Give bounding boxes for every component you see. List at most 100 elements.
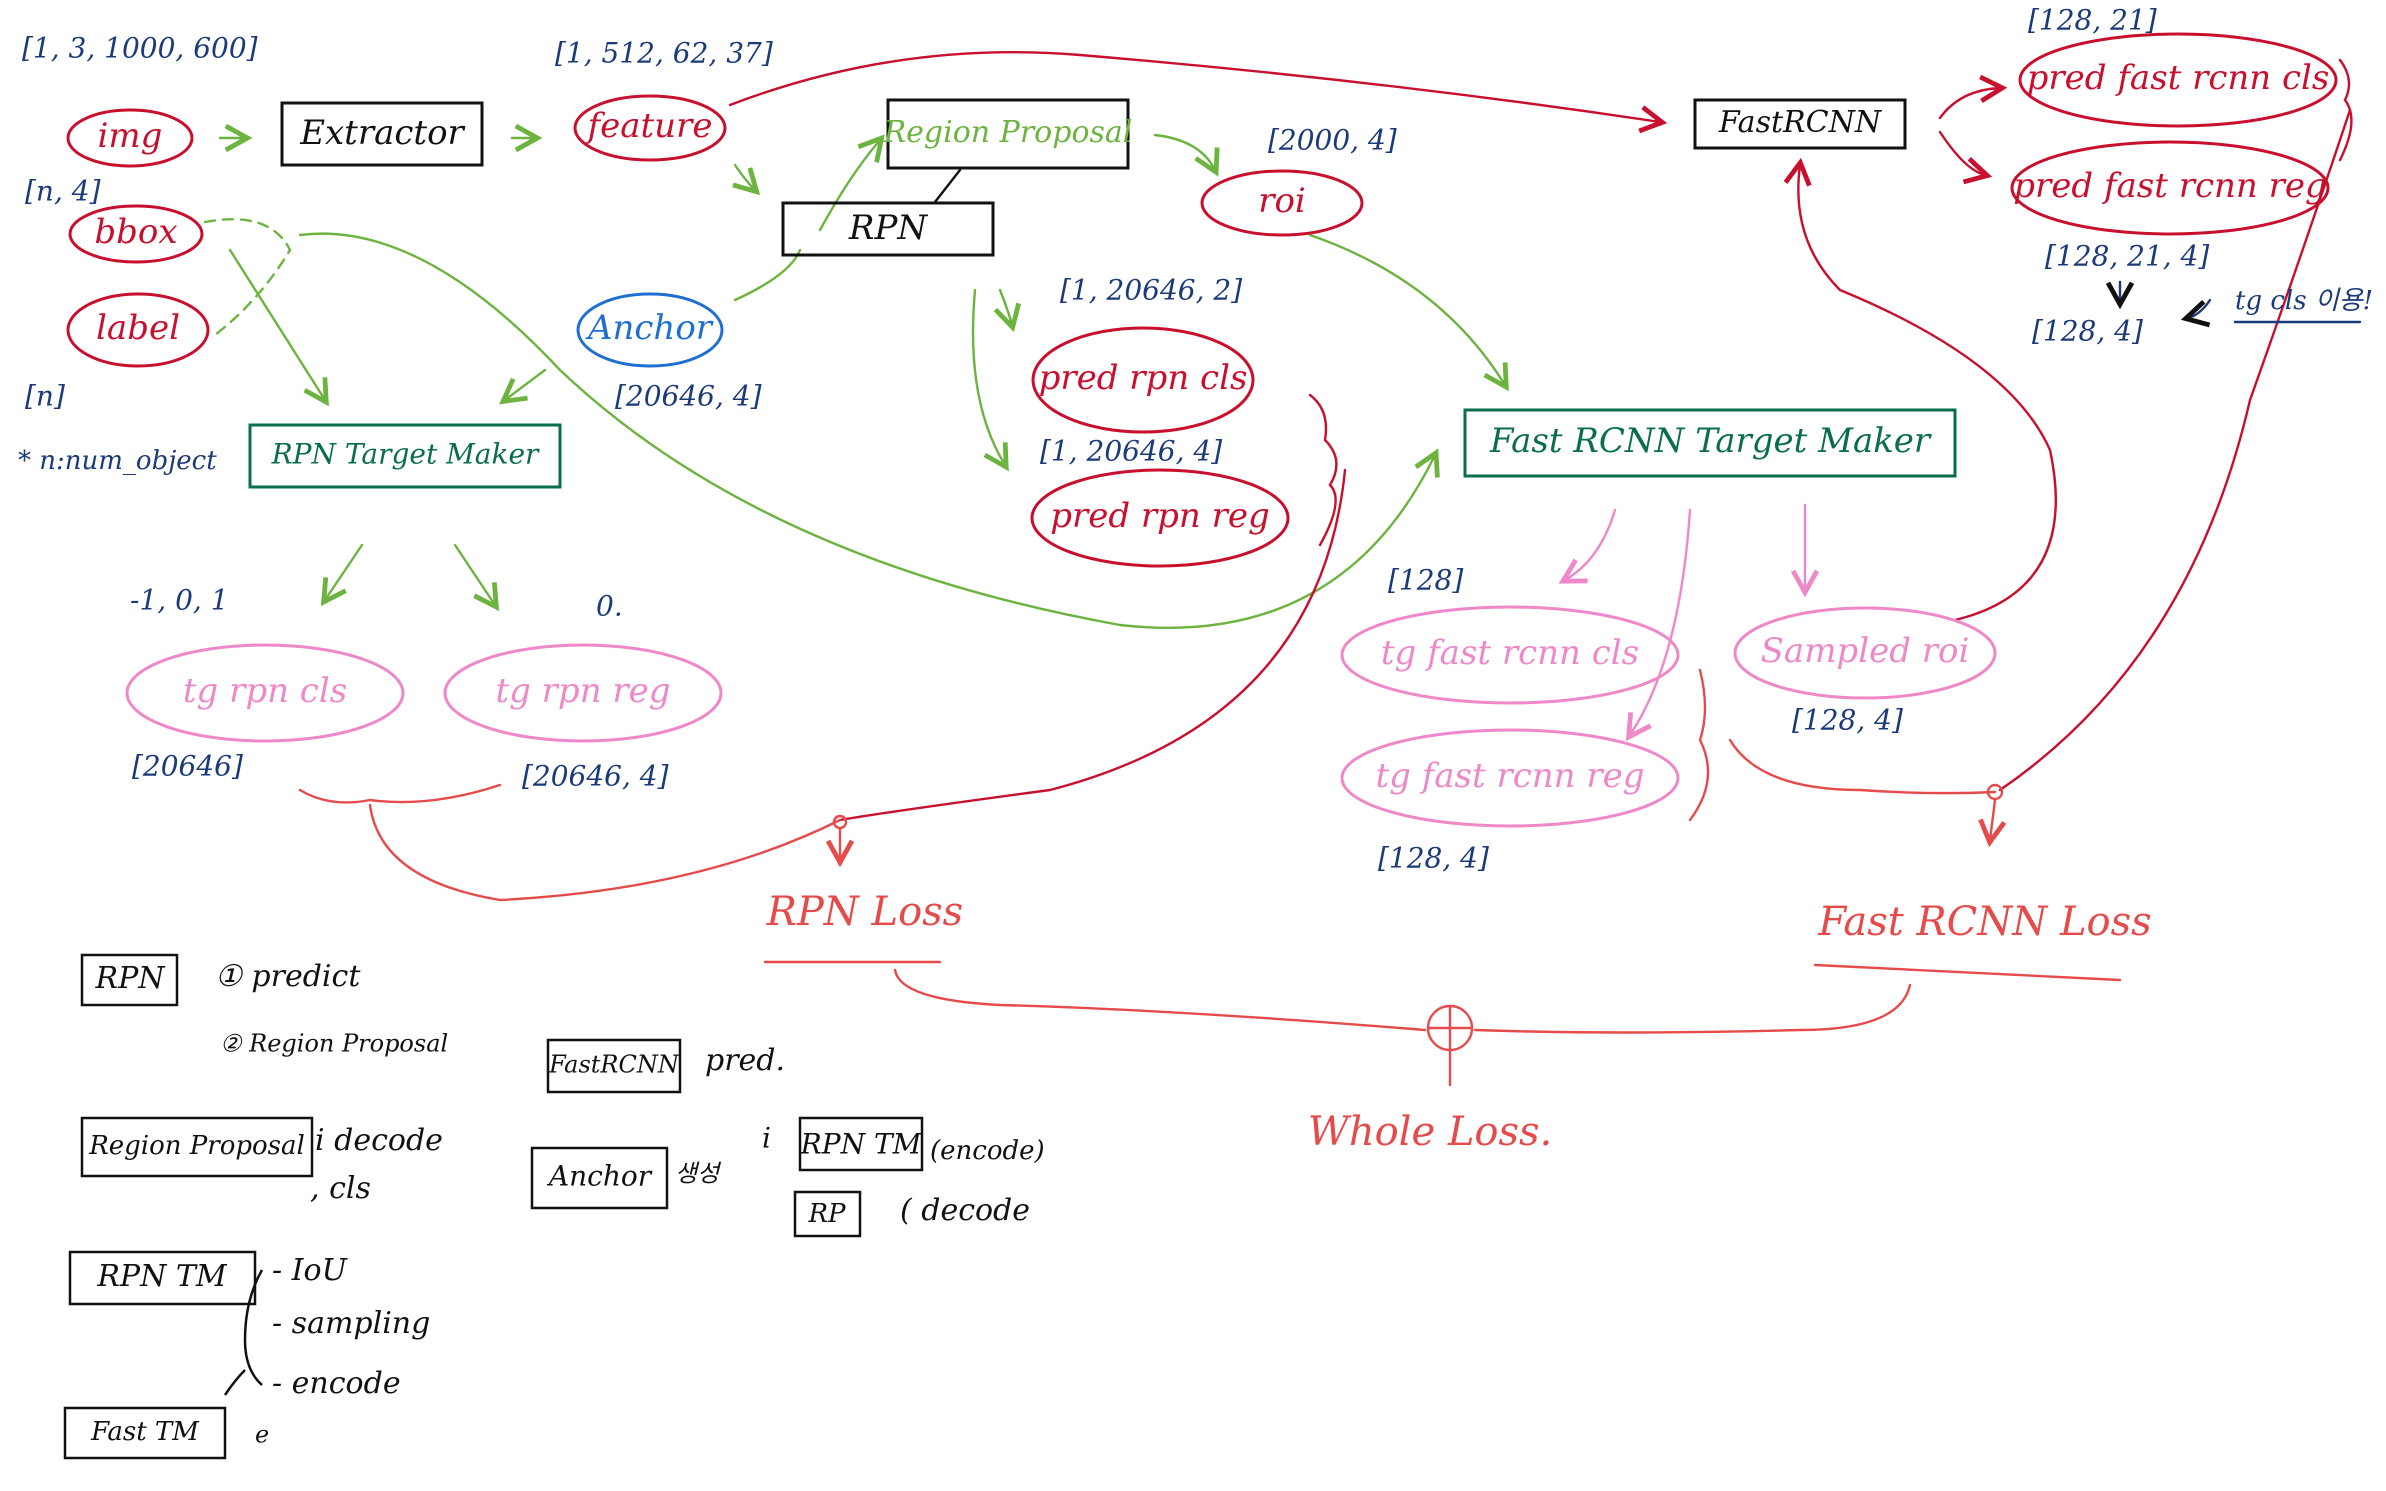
legend-rpn-2: ② Region Proposal <box>220 1030 448 1058</box>
brace-tg-rpn <box>298 783 502 804</box>
shape-pred-rpn-cls: [1, 20646, 2] <box>1060 274 1242 307</box>
edge-tgfast-fastloss <box>1728 738 1997 795</box>
node-pred-rpn-reg-shape <box>1030 468 1290 568</box>
edge-rpn-regionproposal <box>818 140 880 232</box>
node-pred-rpn-cls: pred rpn cls <box>1039 358 1248 398</box>
edge-feature-fastrcnn <box>728 51 1660 122</box>
node-sampled-roi: Sampled roi <box>1761 631 1970 671</box>
brace-pred-fast <box>2338 58 2353 162</box>
node-fast-rcnn: FastRCNN <box>1718 105 1883 140</box>
brace-tg-fast <box>1688 668 1710 822</box>
node-tg-fast-rcnn-cls-shape <box>1340 605 1680 705</box>
edge-fasttm-tgcls <box>1565 508 1617 580</box>
node-sampled-roi-shape <box>1733 606 1997 700</box>
node-pred-fast-rcnn-cls: pred fast rcnn cls <box>2027 58 2330 98</box>
edge-fasttm-tgreg <box>1630 508 1692 735</box>
shape-pred-rpn-reg: [1, 20646, 4] <box>1040 435 1222 468</box>
node-rpn: RPN <box>848 208 928 248</box>
shape-pred-fast-rcnn-reg-sel: [128, 4] <box>2032 315 2143 348</box>
node-feature: feature <box>585 106 713 146</box>
legend-rpn-tm-item-2: - sampling <box>272 1306 430 1341</box>
edge-anchor-rpntm <box>505 368 547 400</box>
legend-rp-box <box>793 1190 862 1238</box>
nodes: img bbox label Extractor feature Region … <box>66 32 2338 1155</box>
legend: RPN ① predict ② Region Proposal Region P… <box>63 953 1045 1460</box>
tg-rpn-cls-values: -1, 0, 1 <box>130 584 229 617</box>
legend-anchor: Anchor <box>546 1160 653 1193</box>
edge-fastloss-whole <box>1473 983 1912 1034</box>
node-fast-rcnn-loss: Fast RCNN Loss <box>1817 899 2151 945</box>
legend-rpn-box <box>80 953 179 1007</box>
edge-tgrpn-rpnloss <box>368 803 842 902</box>
edge-sampledroi-fastrcnn <box>1798 165 2058 622</box>
edge-bbox-rpntm <box>228 248 325 400</box>
legend-fast-tm-box <box>63 1406 227 1460</box>
node-rpn-target-maker: RPN Target Maker <box>271 438 540 471</box>
node-region-proposal-shape <box>886 98 1130 170</box>
legend-rp: RP <box>807 1199 846 1229</box>
node-tg-rpn-reg: tg rpn reg <box>495 671 670 711</box>
legend-fast-tm: Fast TM <box>90 1417 200 1447</box>
node-anchor-shape <box>576 292 724 368</box>
shape-roi: [2000, 4] <box>1268 124 1397 157</box>
edge-predrpn-rpnloss <box>838 468 1347 822</box>
legend-anchor-desc: 생성 <box>675 1160 722 1188</box>
tg-rpn-reg-values: 0. <box>596 590 623 623</box>
node-fast-rcnn-target-maker: Fast RCNN Target Maker <box>1489 421 1932 461</box>
node-tg-fast-rcnn-reg-shape <box>1340 728 1680 828</box>
legend-rp-cls: , cls <box>310 1171 371 1206</box>
edge-feature-rpn <box>735 163 755 190</box>
legend-i-mark: i <box>762 1122 771 1155</box>
node-pred-rpn-reg: pred rpn reg <box>1050 496 1270 536</box>
edge-bbox-label-dash <box>203 218 292 337</box>
node-tg-rpn-reg-shape <box>443 643 723 743</box>
legend-encode: (encode) <box>930 1136 1045 1166</box>
node-img: img <box>98 116 163 156</box>
node-label: label <box>96 308 180 348</box>
edge-tgnote <box>2188 298 2212 318</box>
edge-rpn-predreg <box>971 288 1005 465</box>
node-tg-rpn-cls: tg rpn cls <box>183 671 347 711</box>
node-bbox-shape <box>68 204 204 264</box>
legend-rpn-tm-encode: RPN TM <box>800 1128 923 1161</box>
node-rpn-loss: RPN Loss <box>766 889 963 935</box>
edge-rpn-predcls <box>1000 288 1012 325</box>
node-region-proposal: Region Proposal <box>883 115 1133 150</box>
node-whole-loss: Whole Loss. <box>1308 1109 1553 1155</box>
legend-rpn-tm-box <box>68 1250 257 1306</box>
edge-junction-fastloss <box>1990 798 1995 840</box>
node-tg-fast-rcnn-reg: tg fast rcnn reg <box>1375 756 1644 796</box>
legend-fastrcnn-desc: pred. <box>705 1043 785 1078</box>
shape-tg-fast-rcnn-reg: [128, 4] <box>1378 842 1489 875</box>
node-roi-shape <box>1200 169 1364 237</box>
shape-pred-fast-rcnn-reg: [128, 21, 4] <box>2045 240 2209 273</box>
edge-rpn-regionproposal-link <box>933 168 962 204</box>
shape-img: [1, 3, 1000, 600] <box>22 32 258 65</box>
node-rpn-target-maker-shape <box>248 423 562 489</box>
legend-region-proposal: Region Proposal <box>88 1131 305 1161</box>
shape-tg-fast-rcnn-cls: [128] <box>1388 564 1463 597</box>
legend-rpn-tm: RPN TM <box>96 1259 228 1294</box>
node-fast-rcnn-shape <box>1693 98 1907 150</box>
underline-fast-loss <box>1813 963 2122 982</box>
legend-rpn-tm-item-1: - IoU <box>272 1253 349 1288</box>
legend-rpn-1: ① predict <box>215 959 361 994</box>
legend-rpn: RPN <box>94 961 166 996</box>
node-label-shape <box>66 292 210 368</box>
node-img-shape <box>66 108 194 168</box>
node-feature-shape <box>573 94 727 162</box>
shape-tg-rpn-reg: [20646, 4] <box>522 760 669 793</box>
shape-tg-rpn-cls: [20646] <box>132 750 243 783</box>
edge-fastrcnn-predreg <box>1938 130 1985 175</box>
connectors <box>203 51 2362 1087</box>
node-fast-rcnn-target-maker-shape <box>1463 408 1957 478</box>
edge-fastrcnn-predcls <box>1938 88 2000 120</box>
edge-regionproposal-roi <box>1153 133 1215 170</box>
node-tg-fast-rcnn-cls: tg fast rcnn cls <box>1381 633 1639 673</box>
shape-label: [n] <box>25 380 65 413</box>
node-anchor: Anchor <box>585 308 714 348</box>
legend-fast-tm-arrow <box>223 1369 246 1396</box>
node-bbox: bbox <box>94 212 177 252</box>
shape-pred-fast-rcnn-cls: [128, 21] <box>2028 4 2157 37</box>
